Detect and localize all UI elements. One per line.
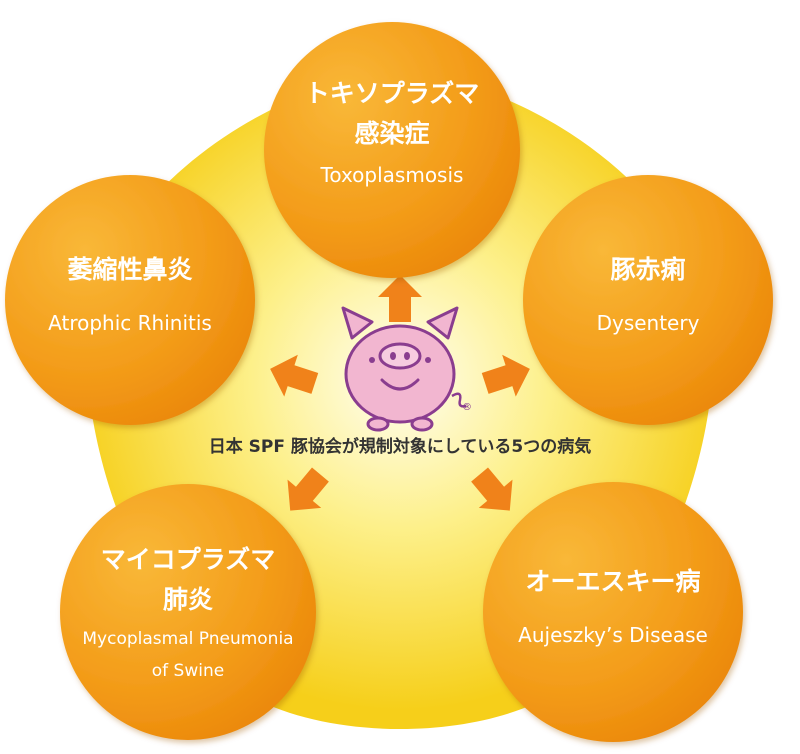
- arrow-up: [378, 275, 422, 322]
- disease-circle: [5, 175, 255, 425]
- disease-circle: [483, 482, 743, 742]
- disease-label-line: Toxoplasmosis: [320, 163, 464, 187]
- disease-label-line: オーエスキー病: [525, 567, 700, 596]
- arrow-up-right: [481, 354, 530, 397]
- disease-label-line: 萎縮性鼻炎: [67, 255, 192, 284]
- arrow-up-left: [270, 354, 319, 397]
- disease-label-line: トキソプラズマ: [305, 79, 480, 108]
- disease-circle: [523, 175, 773, 425]
- pig-logo-icon: [341, 306, 467, 432]
- disease-label-line: 感染症: [354, 119, 429, 148]
- disease-label-line: Atrophic Rhinitis: [48, 311, 212, 335]
- disease-label-line: Dysentery: [597, 311, 700, 335]
- disease-node-dysentery: 豚赤痢 Dysentery: [523, 175, 773, 425]
- disease-label-line: 豚赤痢: [609, 255, 685, 284]
- disease-label-line: 肺炎: [163, 585, 213, 614]
- arrow-down-left: [287, 467, 329, 511]
- disease-label-line: of Swine: [152, 661, 224, 681]
- disease-label-line: Aujeszky’s Disease: [518, 623, 708, 647]
- disease-node-atrophic-rhinitis: 萎縮性鼻炎 Atrophic Rhinitis: [5, 175, 255, 425]
- arrows: [270, 275, 530, 511]
- disease-label-line: Mycoplasmal Pneumonia: [82, 629, 293, 649]
- disease-label-line: マイコプラズマ: [101, 545, 276, 574]
- arrow-down-right: [471, 467, 513, 511]
- disease-circle: [60, 484, 316, 740]
- registered-mark: ®: [462, 402, 472, 413]
- disease-circle: [264, 22, 520, 278]
- disease-node-aujeszky: オーエスキー病 Aujeszky’s Disease: [483, 482, 743, 742]
- center-caption: 日本 SPF 豚協会が規制対象にしている5つの病気: [209, 436, 591, 457]
